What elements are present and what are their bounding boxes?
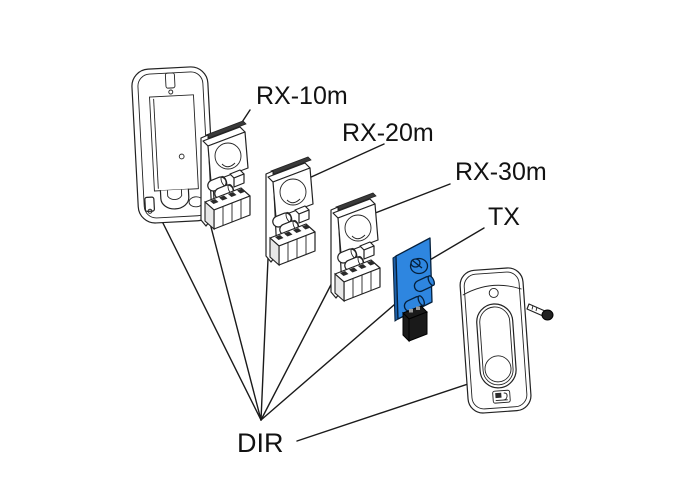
dir-line-rx10 (203, 199, 262, 421)
label-rx-20m: RX-20m (342, 119, 434, 147)
dir-line-rx20 (260, 235, 270, 421)
label-rx-30m: RX-30m (455, 158, 547, 186)
leader-rx20 (297, 143, 385, 184)
dir-line-front-cover (296, 376, 490, 442)
fixing-screw (526, 303, 554, 321)
label-dir: DIR (237, 428, 284, 458)
photocell-front-cover (459, 267, 532, 414)
bottom-screw-block (144, 196, 155, 212)
rx-10m-board (200, 120, 251, 230)
screw-head (541, 309, 554, 321)
lens-window (476, 303, 517, 389)
lens (484, 355, 512, 383)
label-rx-10m: RX-10m (256, 82, 348, 110)
dir-line-rx30 (260, 274, 337, 421)
dir-line-back-cover (147, 192, 262, 421)
center-hole (178, 153, 185, 160)
top-clip-slot (164, 72, 176, 89)
dir-line-tx (260, 291, 410, 421)
tx-trimmer (409, 257, 429, 275)
tx-capacitor-1 (413, 275, 435, 293)
label-tx: TX (488, 203, 520, 231)
rx-20m-board (265, 156, 316, 266)
rx-30m-board (330, 192, 381, 302)
brand-logo (492, 389, 511, 404)
leader-tx (422, 227, 485, 265)
top-screw-hole (168, 89, 174, 95)
top-bevel-line (462, 284, 522, 296)
front-screw-hole (488, 288, 499, 298)
tx-connector (402, 305, 428, 343)
tx-board (392, 237, 435, 343)
